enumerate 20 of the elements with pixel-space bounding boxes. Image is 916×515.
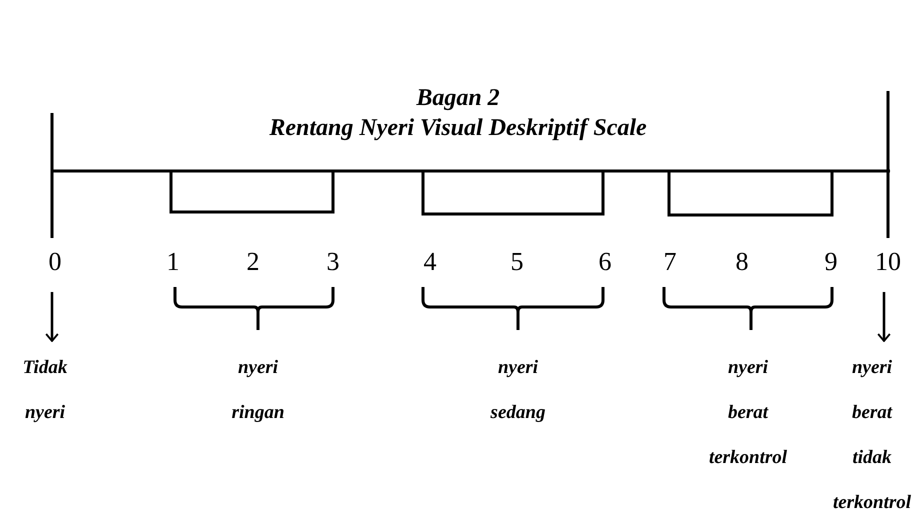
- arrow: [877, 292, 891, 342]
- scale-number: 4: [424, 248, 436, 276]
- scale-number: 1: [166, 248, 180, 276]
- scale-number: 2: [246, 248, 260, 276]
- scale-number: 3: [326, 248, 340, 276]
- scale-number: 0: [48, 248, 62, 276]
- diagram-title: Bagan 2: [415, 84, 501, 112]
- scale-number: 9: [824, 248, 838, 276]
- scale-number: 7: [664, 248, 676, 276]
- arrow: [45, 292, 59, 342]
- scale-number: 6: [598, 248, 612, 276]
- pain-category-label: nyeri berat terkontrol: [708, 345, 788, 480]
- pain-category-label: nyeri berat tidak terkontrol: [832, 345, 912, 515]
- scale-number: 10: [875, 248, 901, 276]
- diagram-subtitle: Rentang Nyeri Visual Deskriptif Scale: [268, 114, 648, 142]
- scale-number: 8: [736, 248, 748, 276]
- pain-category-label: Tidak nyeri: [22, 345, 68, 435]
- pain-category-label: nyeri ringan: [232, 345, 284, 435]
- scale-number: 5: [510, 248, 524, 276]
- pain-category-label: nyeri sedang: [490, 345, 546, 435]
